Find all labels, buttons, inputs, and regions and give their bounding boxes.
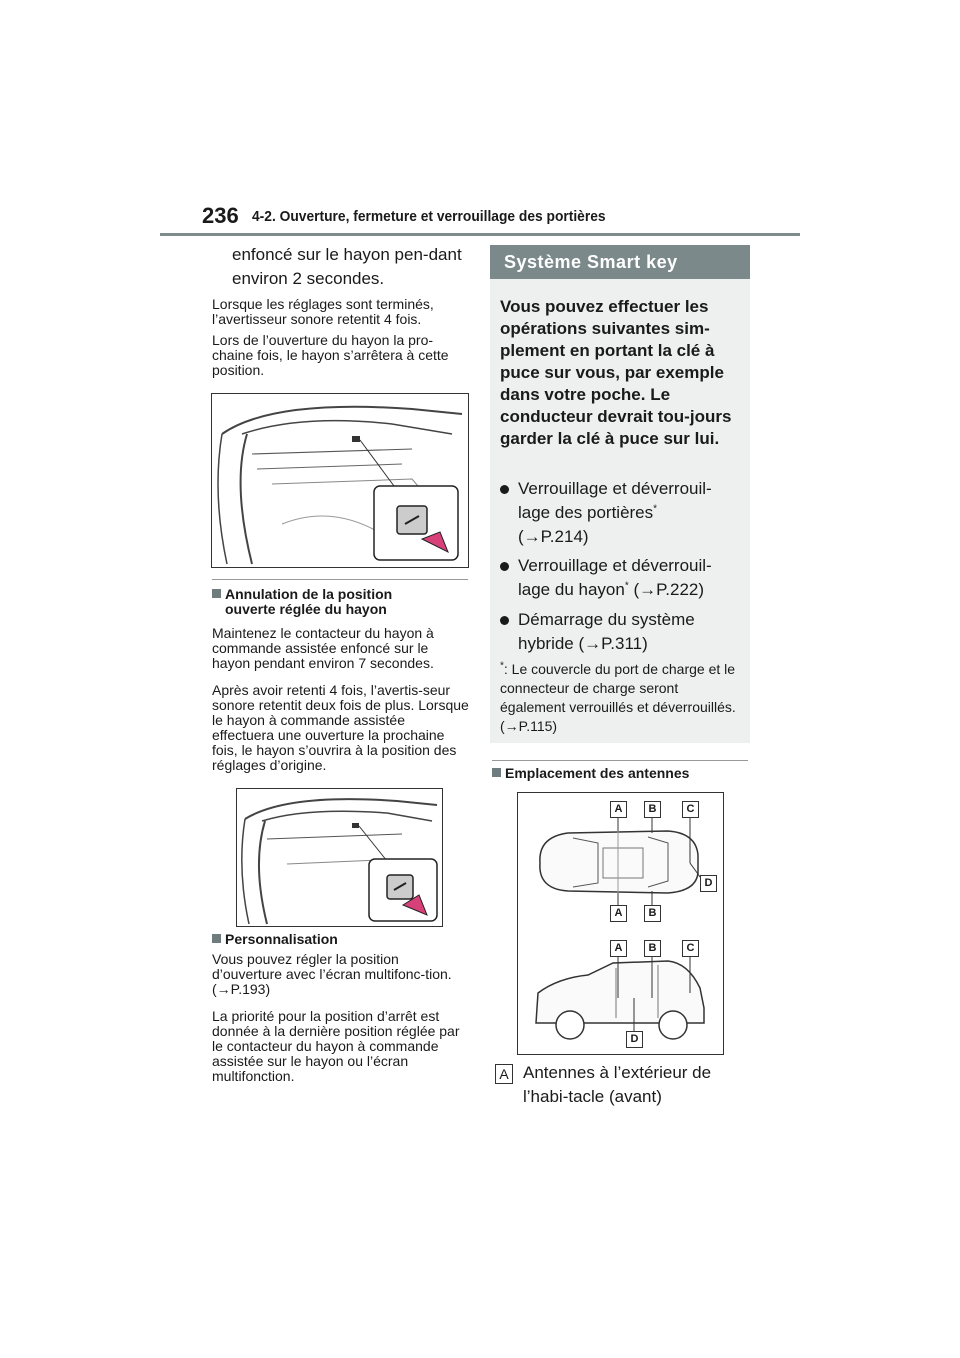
subheading-antenna-location: Emplacement des antennes <box>492 766 748 781</box>
paragraph-hold-switch: Maintenez le contacteur du hayon à comma… <box>212 625 434 671</box>
antenna-label-b-top: B <box>644 801 661 818</box>
footnote: *: Le couvercle du port de charge et le … <box>500 660 736 734</box>
square-marker-icon <box>492 768 501 777</box>
lead-text: enfoncé sur le hayon pen-dant environ 2 … <box>232 245 462 288</box>
antenna-label-b-bottom: B <box>644 905 661 922</box>
bullet-dot-icon <box>500 616 509 625</box>
figure-tailgate-switch-1 <box>211 393 469 568</box>
figure-tailgate-switch-2 <box>236 788 443 927</box>
bullet-dot-icon <box>500 485 509 494</box>
vehicle-antenna-diagram <box>535 816 705 1040</box>
bullet-item-tailgate: Verrouillage et déverrouil-lage du hayon… <box>500 554 732 602</box>
bullet-item-doors: Verrouillage et déverrouil-lage des port… <box>500 477 732 549</box>
paragraph-settings-done: Lorsque les réglages sont terminés, l’av… <box>212 296 434 327</box>
antenna-label-a-top: A <box>610 801 627 818</box>
subheading-cancel-position: Annulation de la position ouverte réglée… <box>212 587 468 617</box>
page-number: 236 <box>202 203 239 228</box>
antenna-label-d-side: D <box>626 1031 643 1048</box>
bullet-item-hybrid: Démarrage du système hybride (→P.311) <box>500 608 732 656</box>
antenna-label-a-bottom: A <box>610 905 627 922</box>
square-marker-icon <box>212 934 221 943</box>
header-rule <box>160 233 800 236</box>
smart-key-intro: Vous pouvez effectuer les opérations sui… <box>500 297 732 448</box>
antenna-label-c-side: C <box>682 940 699 957</box>
paragraph-multifunction: Vous pouvez régler la position d’ouvertu… <box>212 951 452 997</box>
antenna-label-a-side: A <box>610 940 627 957</box>
tailgate-illustration <box>241 798 438 925</box>
subheading-personalisation: Personnalisation <box>212 932 468 947</box>
smart-key-box <box>490 279 750 743</box>
antenna-label-b-side: B <box>644 940 661 957</box>
caption-tag-a: A <box>495 1064 513 1084</box>
antenna-label-c-top: C <box>682 801 699 818</box>
section-rule-right <box>492 760 748 761</box>
paragraph-priority: La priorité pour la position d’arrêt est… <box>212 1008 460 1084</box>
chapter-title: 4-2. Ouverture, fermeture et verrouillag… <box>252 208 606 225</box>
caption-antennas-front: Antennes à l’extérieur de l’habi-tacle (… <box>523 1063 712 1106</box>
section-rule-left <box>212 579 468 580</box>
square-marker-icon <box>212 589 221 598</box>
section-title-smart-key: Système Smart key <box>490 245 750 279</box>
tailgate-illustration <box>217 405 463 565</box>
figure-antenna-locations: A B C D A B A B C D <box>517 792 724 1055</box>
bullet-dot-icon <box>500 562 509 571</box>
paragraph-buzzer-reset: Après avoir retenti 4 fois, l’avertis-se… <box>212 682 469 773</box>
paragraph-next-opening: Lors de l’ouverture du hayon la pro-chai… <box>212 332 449 378</box>
antenna-label-d-top: D <box>700 875 717 892</box>
